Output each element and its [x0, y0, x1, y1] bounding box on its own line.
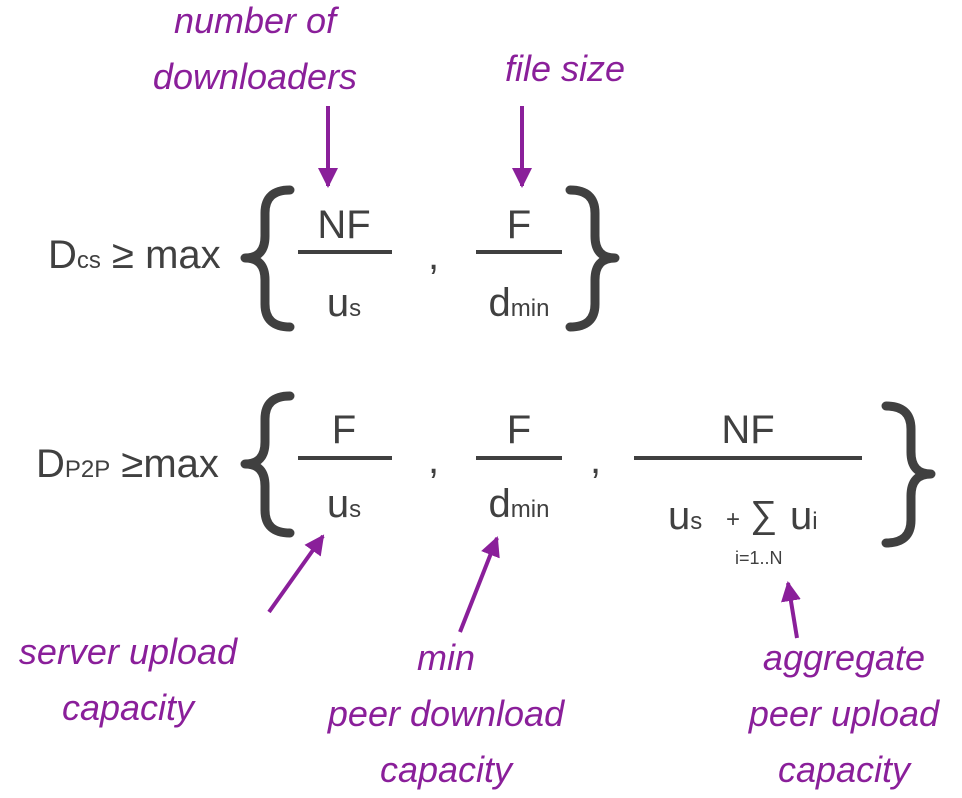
eq-p2p-term1-den-subscript: s — [349, 496, 362, 523]
eq-cs-relation: ≥ — [112, 233, 134, 277]
annotation-file-size: file size — [470, 41, 660, 97]
eq-p2p-term3-den-us-symbol: u — [668, 494, 691, 538]
eq-p2p-term3-den-ui-subscript: i — [812, 508, 818, 535]
eq-p2p-term1-numerator: F — [331, 408, 357, 452]
eq-p2p-term2-numerator: F — [506, 408, 532, 452]
eq-cs-term1-den-subscript: s — [349, 295, 362, 322]
left-brace-icon — [240, 185, 295, 332]
eq-p2p-term3-den-ui-symbol: u — [790, 494, 813, 538]
eq-p2p-term3-den-ui: ui — [790, 496, 818, 536]
eq-cs-term1-numerator: NF — [317, 203, 371, 247]
annotation-aggregate-peer-upload-capacity: aggregate peer upload capacity — [726, 630, 962, 798]
arrow-icon — [267, 534, 325, 614]
eq-p2p-term3-fraction-bar — [634, 456, 862, 460]
right-brace-icon — [565, 185, 620, 332]
annotation-line: capacity — [61, 687, 195, 728]
eq-p2p-lhs: DP2P ≥max — [36, 444, 219, 484]
annotation-line: server upload — [18, 631, 238, 672]
eq-p2p-relation: ≥ — [121, 442, 144, 486]
eq-cs-term1-denominator: us — [298, 283, 390, 323]
annotation-line: downloaders — [152, 56, 358, 97]
eq-cs-term2-den-subscript: min — [510, 295, 550, 322]
eq-p2p-lhs-subscript: P2P — [64, 456, 111, 483]
eq-p2p-term3-sum-sign: ∑ — [750, 494, 778, 536]
eq-p2p-term2-fraction-bar — [476, 456, 562, 460]
eq-p2p-term3-numerator: NF — [721, 408, 775, 452]
left-brace-icon — [240, 391, 295, 538]
annotation-server-upload-capacity: server upload capacity — [0, 624, 256, 736]
eq-cs-lhs-subscript: cs — [76, 247, 101, 274]
eq-cs-term1-den-symbol: u — [326, 281, 350, 325]
eq-cs-term2-denominator: dmin — [470, 283, 568, 323]
eq-p2p-max: max — [143, 442, 219, 486]
annotation-number-of-downloaders: number of downloaders — [110, 0, 400, 105]
annotation-line: capacity — [777, 749, 911, 790]
eq-p2p-term1-fraction-bar — [298, 456, 392, 460]
arrow-icon — [781, 581, 801, 639]
eq-p2p-comma-1: , — [428, 438, 440, 482]
annotation-line: file size — [504, 48, 626, 89]
eq-p2p-term2-denominator: dmin — [470, 484, 568, 524]
annotation-line: peer upload — [748, 693, 940, 734]
eq-cs-lhs-symbol: D — [48, 233, 77, 277]
annotation-line: capacity — [379, 749, 513, 790]
annotation-line: peer download — [327, 693, 565, 734]
eq-cs-term2-fraction-bar — [476, 250, 562, 254]
eq-p2p-term1-denominator: us — [298, 484, 390, 524]
eq-p2p-term3-den-us: us — [668, 496, 702, 536]
eq-p2p-term3-den-us-subscript: s — [690, 508, 703, 535]
eq-cs-max: max — [145, 233, 221, 277]
eq-cs-term2-numerator: F — [506, 203, 532, 247]
eq-cs-term1-fraction-bar — [298, 250, 392, 254]
eq-cs-term2-den-symbol: d — [488, 281, 511, 325]
annotation-line: number of — [173, 0, 337, 41]
eq-p2p-term3-sum-range: i=1..N — [735, 548, 783, 568]
eq-p2p-term2-den-symbol: d — [488, 482, 511, 526]
annotation-min-peer-download-capacity: min peer download capacity — [296, 630, 596, 798]
annotation-line: min — [416, 637, 475, 678]
eq-p2p-term2-den-subscript: min — [510, 496, 550, 523]
eq-cs-lhs: Dcs ≥ max — [48, 235, 221, 275]
arrow-icon — [458, 536, 500, 633]
right-brace-icon — [881, 401, 936, 548]
eq-p2p-term3-plus: + — [726, 506, 741, 533]
annotation-line: aggregate — [762, 637, 926, 678]
eq-p2p-lhs-symbol: D — [36, 442, 65, 486]
eq-p2p-comma-2: , — [590, 438, 602, 482]
eq-cs-comma: , — [428, 234, 440, 278]
eq-p2p-term1-den-symbol: u — [326, 482, 350, 526]
